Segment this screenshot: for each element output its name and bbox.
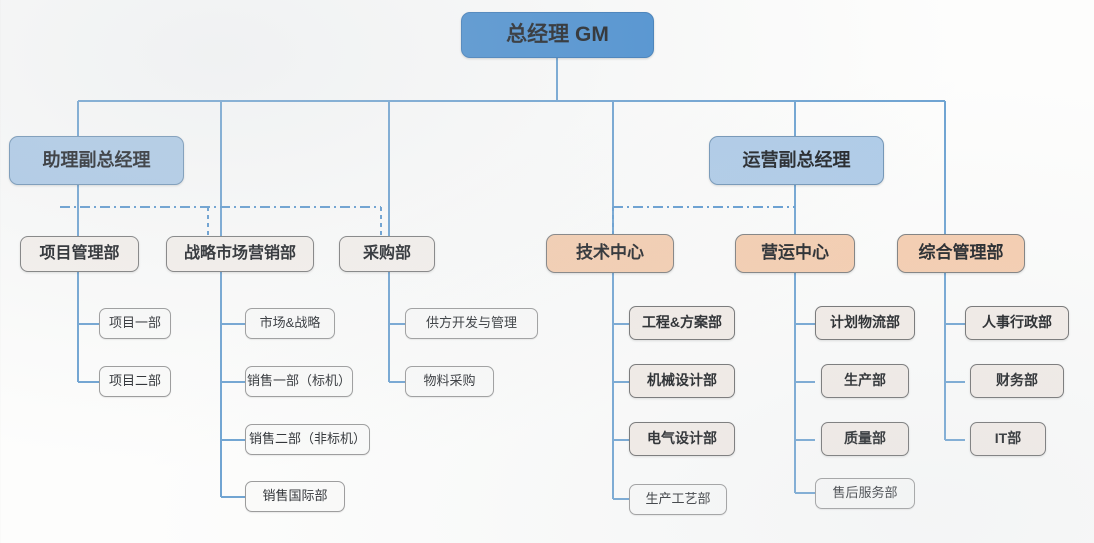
leaf-marketing-2[interactable]: 销售一部（标机）	[245, 366, 353, 397]
node-center-operations[interactable]: 营运中心	[735, 234, 855, 273]
node-dept-general-admin[interactable]: 综合管理部	[897, 234, 1025, 273]
leaf-purchasing-1[interactable]: 供方开发与管理	[405, 308, 538, 339]
leaf-project-1[interactable]: 项目一部	[99, 308, 171, 339]
node-vgm-operations[interactable]: 运营副总经理	[709, 136, 884, 185]
leaf-technology-2[interactable]: 机械设计部	[629, 364, 735, 398]
leaf-technology-1[interactable]: 工程&方案部	[629, 306, 735, 340]
leaf-admin-1[interactable]: 人事行政部	[965, 306, 1069, 340]
leaf-marketing-3[interactable]: 销售二部（非标机）	[245, 424, 370, 455]
leaf-operations-3[interactable]: 质量部	[821, 422, 909, 456]
leaf-operations-1[interactable]: 计划物流部	[815, 306, 915, 340]
leaf-marketing-1[interactable]: 市场&战略	[245, 308, 335, 339]
leaf-technology-4[interactable]: 生产工艺部	[629, 484, 727, 515]
leaf-admin-3[interactable]: IT部	[970, 422, 1046, 456]
leaf-operations-2[interactable]: 生产部	[821, 364, 909, 398]
leaf-operations-4[interactable]: 售后服务部	[815, 478, 915, 509]
node-vgm-assistant[interactable]: 助理副总经理	[9, 136, 184, 185]
node-gm[interactable]: 总经理 GM	[461, 12, 654, 58]
leaf-purchasing-2[interactable]: 物料采购	[405, 366, 494, 397]
leaf-admin-2[interactable]: 财务部	[970, 364, 1064, 398]
leaf-technology-3[interactable]: 电气设计部	[629, 422, 735, 456]
node-dept-project[interactable]: 项目管理部	[20, 236, 139, 272]
leaf-project-2[interactable]: 项目二部	[99, 366, 171, 397]
node-dept-purchasing[interactable]: 采购部	[339, 236, 435, 272]
leaf-marketing-4[interactable]: 销售国际部	[245, 481, 345, 512]
node-dept-marketing[interactable]: 战略市场营销部	[166, 236, 314, 272]
node-center-technology[interactable]: 技术中心	[546, 234, 674, 273]
